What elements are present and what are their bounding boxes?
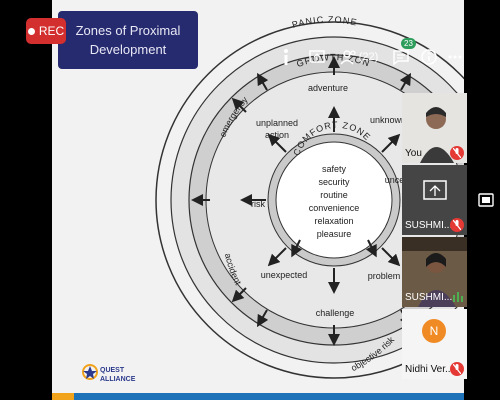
slide-footer-bar [52,393,464,400]
growth-item: adventure [308,83,348,93]
chat-unread-badge: 23 [401,38,416,49]
recording-label: REC [38,24,65,38]
participant-tile[interactable]: N Nidhi Ver... [402,309,467,379]
comfort-zone-fill [275,141,393,259]
screen-mode-icon [478,193,494,207]
quest-alliance-logo: QUEST ALLIANCE [82,360,152,392]
meeting-toolbar: (22) 23 [276,38,466,72]
connection-info-icon [284,49,288,65]
quest-alliance-mark-icon [82,364,98,380]
slide-title-line1: Zones of Proximal [75,23,181,38]
muted-mic-icon [450,218,464,232]
growth-items: adventure unplanned action unknown risk … [251,83,407,318]
comfort-item: security [318,177,350,187]
growth-item: unplanned [256,118,298,128]
more-options-icon [448,55,462,59]
participant-name: SUSHMI... [405,220,453,231]
avatar: N [422,319,446,343]
participant-name: Nidhi Ver... [405,364,454,375]
growth-item: problem [368,271,401,281]
growth-arrows [240,106,428,294]
comfort-item: convenience [309,203,360,213]
participant-tile[interactable]: SUSHMI... [402,237,467,307]
screen-share-icon [309,50,325,63]
panic-zone-label: PANIC ZONE [291,14,359,29]
comfort-item: routine [320,190,348,200]
participants-icon [340,50,356,65]
logo-text-line2: ALLIANCE [100,376,136,383]
participants-button[interactable]: (22) [336,42,382,72]
comfort-item: pleasure [317,229,352,239]
comfort-items: safety security routine convenience rela… [309,164,360,239]
participant-tile[interactable]: SUSHMI... [402,165,467,235]
panic-zone-outer-ring [155,21,464,379]
comfort-item: relaxation [314,216,353,226]
participant-video [402,237,467,307]
screen-mode-button[interactable] [478,192,494,208]
growth-item: uncer [385,175,408,185]
comfort-item: safety [322,164,347,174]
muted-mic-icon [450,146,464,160]
chat-icon [393,50,409,66]
growth-item: unknown [370,115,406,125]
chat-button[interactable]: 23 [390,38,416,72]
more-options-button[interactable] [444,42,466,72]
participant-tiles: You SUSHMI... SUSHMI.. [402,93,467,385]
growth-item: risk [251,199,265,209]
participant-name: You [405,148,422,159]
connection-button[interactable] [276,42,296,72]
info-icon [421,49,437,65]
participants-count: (22) [358,51,379,63]
audio-level-icon [453,292,463,302]
slide-title: Zones of Proximal Development [58,11,198,69]
recording-indicator: REC [26,18,66,44]
share-screen-button[interactable] [306,42,328,72]
panic-arrows [191,56,437,346]
logo-text-line1: QUEST [100,367,125,374]
record-dot-icon [27,27,35,35]
meeting-info-button[interactable] [418,42,440,72]
participant-tile[interactable]: You [402,93,467,163]
participant-name: SUSHMI... [405,292,453,303]
growth-item: action [265,130,289,140]
growth-item: challenge [316,308,355,318]
zones-diagram: PANIC ZONE GROWTH ZONE COMFORT ZONE emer… [52,0,464,379]
muted-mic-icon [450,362,464,376]
shared-slide: Zones of Proximal Development [52,0,464,400]
growth-item: unexpected [261,270,308,280]
slide-title-line2: Development [89,42,167,57]
